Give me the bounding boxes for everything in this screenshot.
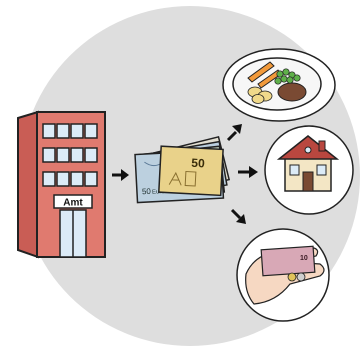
cash-in-hand-icon: 10: [237, 229, 329, 321]
banknote-small-value: 50: [142, 187, 152, 196]
house-icon: [265, 126, 353, 214]
building-sign: Amt: [63, 198, 83, 209]
government-office-icon: Amt: [18, 112, 105, 257]
banknote-main-value: 50: [191, 156, 205, 171]
hand-note-value: 10: [300, 255, 308, 262]
food-plate-icon: [223, 49, 335, 121]
